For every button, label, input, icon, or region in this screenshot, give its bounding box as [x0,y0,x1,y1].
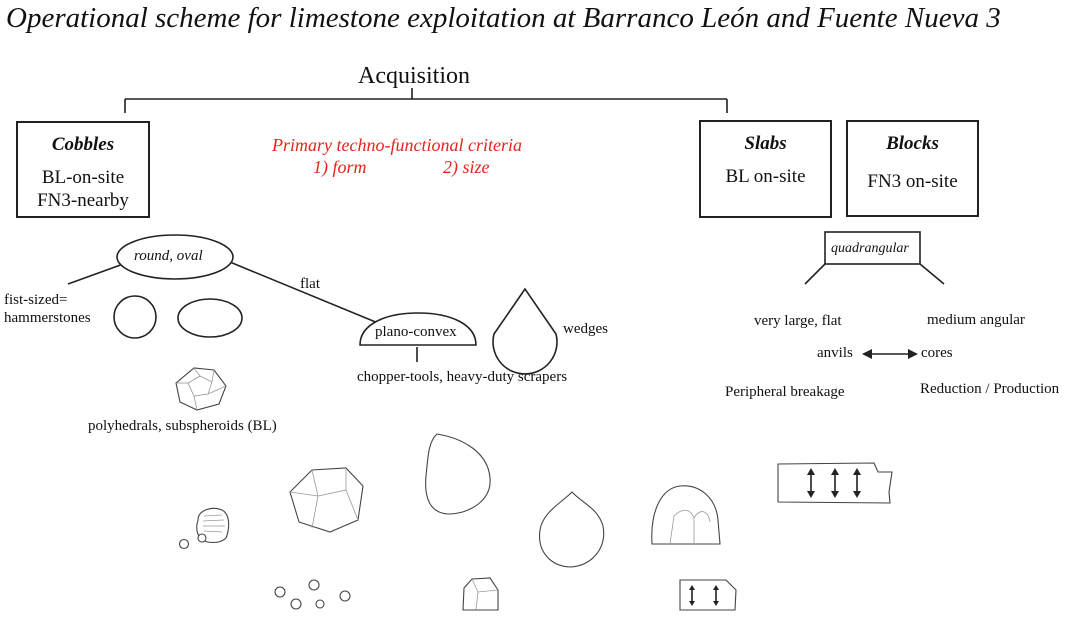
blocks-heading: Blocks [886,133,939,154]
anvils-label: anvils [817,345,853,361]
line-to-medium [919,263,945,285]
small-block-sketch [462,577,499,611]
flat-label: flat [300,276,320,292]
line-to-very-large [804,263,826,285]
slab-anvil-sketch [777,462,893,504]
chopper-tools-label: chopper-tools, heavy-duty scrapers [357,369,568,385]
line-to-plano-convex [224,259,379,324]
diagram-title: Operational scheme for limestone exploit… [6,2,1001,34]
blocks-line1: FN3 on-site [867,171,958,192]
acquisition-label: Acquisition [358,63,470,89]
line-to-fist-sized [67,262,127,285]
medium-angular-label: medium angular [927,312,1025,328]
cobbles-line2: FN3-nearby [37,190,129,211]
criteria-heading: Primary techno-functional criteria [272,135,522,155]
plano-convex-label: plano-convex [375,324,457,340]
peripheral-breakage-label: Peripheral breakage [725,384,845,400]
polyhedral-sketch [175,367,227,411]
round-shape-icon [113,295,157,339]
reduction-production-label: Reduction / Production [920,381,1060,397]
polyhedral-core-sketch [289,467,364,533]
quadrangular-node-box [824,231,921,265]
slabs-line1: BL on-site [725,166,806,187]
arrow-head-right [908,349,918,359]
cores-label: cores [921,345,953,361]
slabs-heading: Slabs [744,133,787,154]
wedge-artifact-sketch [539,491,605,568]
blocks-box: Blocks FN3 on-site [846,120,979,217]
round-oval-label: round, oval [134,248,203,264]
quadrangular-label: quadrangular [831,241,909,256]
criteria-form: 1) form [313,157,367,177]
small-cobbles-sketch [274,579,351,610]
criteria-size: 2) size [443,157,490,177]
wedges-label: wedges [563,321,608,337]
oval-shape-icon [177,298,243,338]
plano-convex-node [359,312,477,346]
cobbles-line1: BL-on-site [41,167,125,188]
wedge-shape-icon [492,287,558,375]
cobbles-box: Cobbles BL-on-site FN3-nearby [16,121,150,218]
polyhedrals-label: polyhedrals, subspheroids (BL) [88,418,277,434]
large-cobble-sketch [425,433,491,515]
plano-convex-artifact-sketch [651,485,721,545]
arrow-head-left [862,349,872,359]
small-slab-sketch [679,579,737,611]
hammerstones-label: hammerstones [4,310,91,326]
fist-sized-label: fist-sized= [4,292,68,308]
slabs-box: Slabs BL on-site [699,120,832,218]
very-large-flat-label: very large, flat [754,313,842,329]
cobbles-heading: Cobbles [51,134,115,155]
round-oval-node [116,234,234,280]
small-hammerstone-sketch [178,507,230,550]
